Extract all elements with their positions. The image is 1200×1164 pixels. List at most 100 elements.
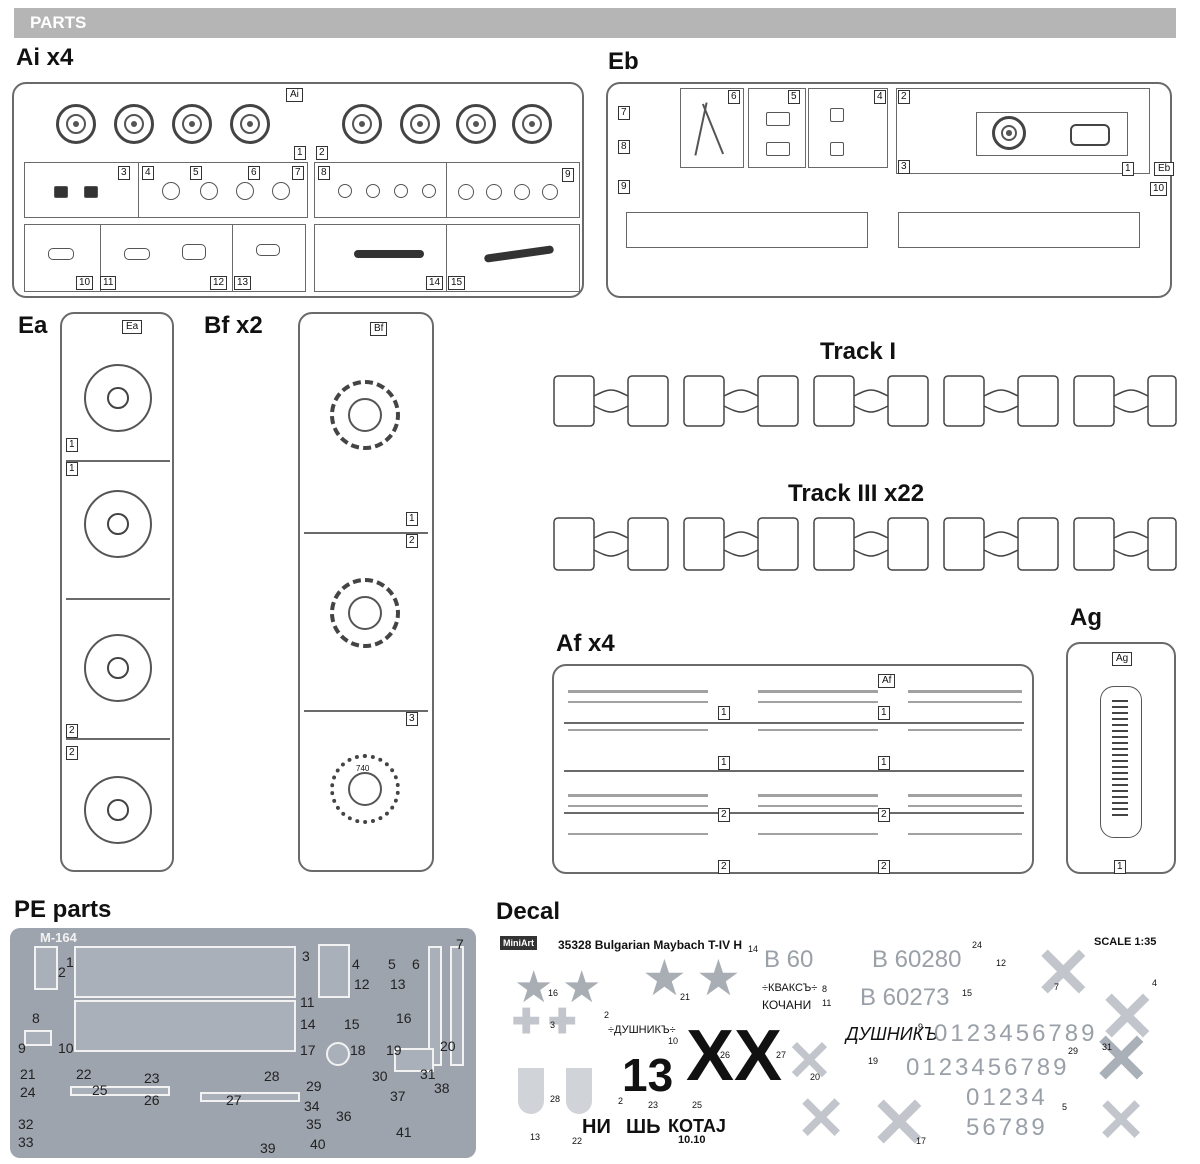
divider	[66, 460, 170, 462]
part-number: 2	[718, 808, 730, 822]
decal-digits-2: 0123456789	[906, 1054, 1070, 1081]
small-part	[272, 182, 290, 200]
divider	[564, 812, 1024, 814]
part-number: 2	[898, 90, 910, 104]
decal-number: 27	[776, 1050, 787, 1060]
decal-number: 23	[648, 1100, 659, 1110]
scale-label: SCALE 1:35	[1094, 936, 1157, 948]
part-number: 3	[406, 712, 418, 726]
sprue-tag: Ai	[286, 88, 303, 102]
pe-part	[200, 1092, 300, 1102]
pe-code: M-164	[40, 930, 77, 945]
part-number: 3	[118, 166, 130, 180]
pe-number: 27	[226, 1092, 242, 1108]
pe-number: 10	[58, 1040, 74, 1056]
sprue-ag-title: Ag	[1070, 604, 1102, 631]
decal-number: 5	[1062, 1102, 1068, 1112]
pe-number: 3	[302, 948, 310, 964]
pe-part	[394, 1048, 434, 1072]
small-part	[182, 244, 206, 260]
sprue-ea: Ea 1 1 2 2	[60, 312, 174, 872]
star-icon: ★	[514, 963, 554, 1012]
road-wheel-part	[342, 104, 382, 144]
sprue-af-title: Af x4	[556, 630, 615, 657]
idler-wheel-part	[84, 776, 152, 844]
pe-number: 6	[412, 956, 420, 972]
pe-part	[428, 946, 442, 1066]
pe-number: 24	[20, 1084, 36, 1100]
part-number: 11	[100, 276, 117, 290]
cross-icon: ✚	[512, 1003, 541, 1041]
sprue-eb: Eb 1 2 3 4 5 6 7 8 9 10	[606, 82, 1175, 298]
part-number: 12	[210, 276, 228, 290]
part-number: 2	[316, 146, 328, 160]
pe-number: 33	[18, 1134, 34, 1150]
road-wheel-part	[56, 104, 96, 144]
decal-ni: НИ	[582, 1116, 611, 1138]
small-part	[830, 108, 844, 122]
divider	[66, 598, 170, 600]
pe-number: 35	[306, 1116, 322, 1132]
pe-number: 16	[396, 1010, 412, 1026]
pe-number: 18	[350, 1042, 366, 1058]
small-part	[338, 184, 352, 198]
small-part	[84, 186, 98, 198]
divider	[66, 738, 170, 740]
shield-icon	[518, 1068, 544, 1114]
part-cell	[314, 224, 448, 292]
part-number: 2	[878, 808, 890, 822]
decal-number: 2	[618, 1096, 624, 1106]
pe-part	[318, 944, 350, 998]
decal-title: Decal	[496, 898, 561, 925]
small-part	[366, 184, 380, 198]
part-number: 9	[618, 180, 630, 194]
pe-number: 4	[352, 956, 360, 972]
part-number: 1	[66, 462, 78, 476]
small-part	[514, 184, 530, 200]
part-number: 1	[718, 756, 730, 770]
pe-number: 29	[306, 1078, 322, 1094]
decal-number: 9	[918, 1022, 924, 1032]
sprue-tag: Ag	[1112, 652, 1133, 666]
track-part	[1100, 686, 1142, 838]
decal-xx: XX	[686, 1016, 783, 1096]
decal-kvaks: ÷КВАКСЪ÷	[762, 982, 818, 994]
pe-number: 5	[388, 956, 396, 972]
small-part	[766, 142, 790, 156]
pe-panel	[74, 1000, 296, 1052]
hull-side-part	[626, 212, 868, 248]
pe-number: 30	[372, 1068, 388, 1084]
small-part	[486, 184, 502, 200]
small-part	[458, 184, 474, 200]
decal-digits-4: 56789	[966, 1114, 1048, 1141]
road-wheel-part	[400, 104, 440, 144]
pe-number: 12	[354, 976, 370, 992]
sprue-ag: Ag 1	[1066, 642, 1176, 874]
idler-wheel-part	[84, 364, 152, 432]
part-number: 1	[1122, 162, 1134, 176]
divider	[304, 532, 428, 534]
part-number: 15	[448, 276, 466, 290]
pe-panel	[74, 946, 296, 998]
cross-x-icon: ✕	[1096, 1087, 1147, 1154]
pe-number: 28	[264, 1068, 280, 1084]
pe-number: 9	[18, 1040, 26, 1056]
sprue-bf: Bf 740 1 2 3	[298, 312, 434, 872]
part-number: 10	[1150, 182, 1168, 196]
part-number: 5	[788, 90, 800, 104]
road-wheel-part	[114, 104, 154, 144]
decal-number: 21	[680, 992, 691, 1002]
decal-b60280: B 60280	[872, 946, 962, 973]
decal-number: 16	[548, 988, 559, 998]
section-banner: PARTS	[14, 8, 1176, 38]
pe-number: 38	[434, 1080, 450, 1096]
part-cell	[618, 180, 1164, 288]
cross-x-icon: ✕	[1098, 978, 1157, 1056]
star-icon: ★	[696, 950, 741, 1006]
pe-title: PE parts	[14, 896, 112, 923]
decal-number: 8	[822, 984, 828, 994]
decal-number: 17	[916, 1136, 927, 1146]
track-part	[1112, 700, 1128, 820]
pe-number: 23	[144, 1070, 160, 1086]
hull-side-part	[898, 212, 1140, 248]
